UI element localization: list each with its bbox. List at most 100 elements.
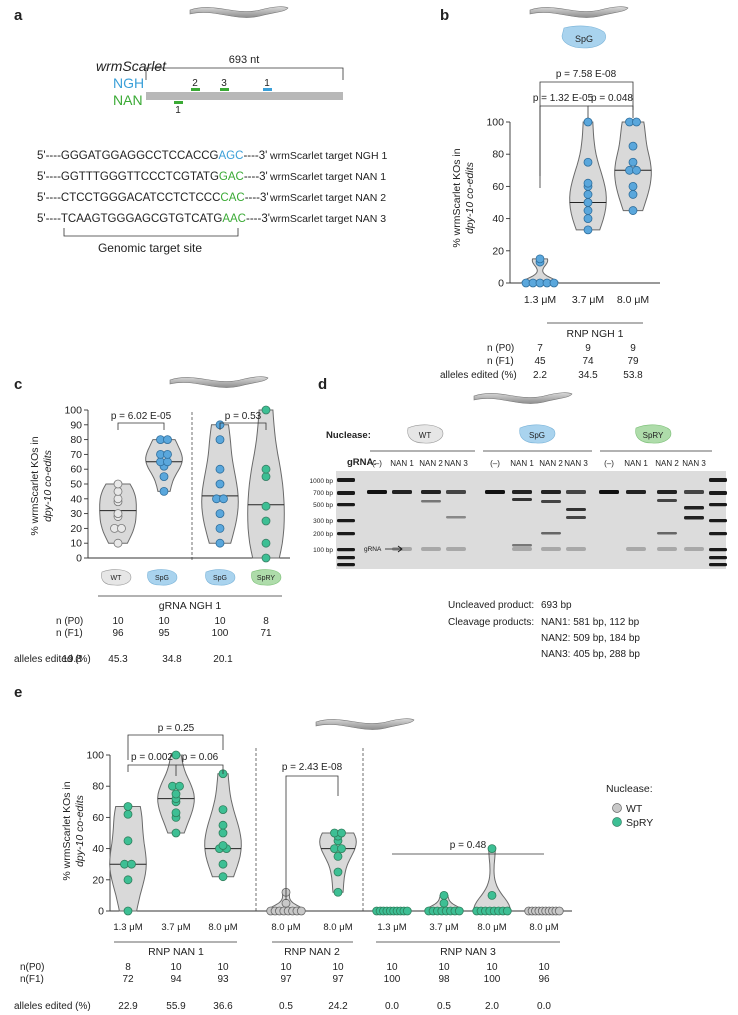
worm-icon: [473, 392, 573, 404]
data-point: [218, 805, 228, 814]
gel-band: [541, 490, 561, 494]
ladder-label: 200 bp: [313, 531, 333, 538]
grna-smear: [512, 547, 532, 551]
x-tick-label: 3.7 μM: [161, 922, 190, 933]
nuclease-label: Nuclease:: [326, 430, 371, 441]
table-cell: 9: [630, 343, 636, 354]
data-point: [175, 781, 184, 791]
y-tick-label: 40: [492, 213, 504, 225]
sequence-label: wrmScarlet target NAN 1: [269, 171, 386, 183]
data-point: [261, 538, 271, 548]
table-cell: 34.8: [162, 654, 182, 665]
cleavage-value: NAN3: 405 bp, 288 bp: [541, 649, 640, 660]
data-point: [159, 486, 169, 496]
ladder-band: [709, 503, 727, 507]
violin: [520, 258, 560, 284]
data-point: [487, 891, 497, 900]
panel-d-letter: d: [318, 376, 327, 393]
table-cell: 10: [538, 962, 550, 973]
p-bracket: [176, 764, 224, 774]
table-cell: 53.8: [623, 370, 643, 381]
grna-smear: [626, 547, 646, 551]
y-tick-label: 70: [70, 449, 82, 461]
ladder-band: [709, 556, 727, 560]
lane-label: (–): [604, 459, 614, 468]
table-cell: 98: [438, 974, 450, 985]
p-value: p = 0.53: [225, 411, 262, 422]
nuclease-label: WT: [111, 575, 123, 582]
ladder-band: [337, 491, 355, 495]
y-tick-label: 60: [70, 464, 82, 476]
pam-nan-label: NAN: [113, 92, 143, 108]
sequence-list: 5'----GGGATGGAGGCCTCCACCGAGC----3' wrmSc…: [37, 150, 387, 225]
worm-icon: [529, 6, 629, 18]
table-cell: 7: [537, 343, 543, 354]
data-point: [215, 538, 225, 548]
table-cell: 2.2: [533, 370, 547, 381]
y-label-2: dpy-10 co-edits: [42, 449, 54, 522]
table-cell: 79: [627, 356, 639, 367]
gel-band: [512, 498, 532, 501]
data-point: [402, 906, 412, 916]
x-tick-label: 8.0 μM: [529, 922, 558, 933]
table-cell: 74: [582, 356, 594, 367]
data-point: [123, 875, 133, 885]
uncleaved-label: Uncleaved product:: [448, 600, 534, 611]
y-label: % wrmScarlet KOs in: [61, 781, 73, 880]
data-point: [163, 435, 172, 445]
data-point: [296, 906, 306, 916]
site-ngh1-mark: [263, 88, 272, 91]
y-tick-label: 60: [92, 812, 104, 824]
ladder-band: [337, 519, 355, 523]
data-point: [632, 117, 641, 127]
ladder-band: [709, 478, 727, 482]
table-cell: 97: [280, 974, 292, 985]
lane-label: NAN 2: [419, 459, 443, 468]
y-tick-label: 80: [92, 781, 104, 793]
site-number: 3: [221, 78, 227, 89]
lane-label: NAN 3: [564, 459, 588, 468]
y-tick-label: 100: [64, 405, 82, 417]
legend-label: WT: [626, 803, 643, 815]
alleles-label: alleles edited (%): [14, 1001, 91, 1012]
panel-c: c % wrmScarlet KOs in dpy-10 co-edits 01…: [14, 376, 290, 665]
alleles-label: alleles edited (%): [440, 370, 517, 381]
table-cell: 93: [217, 974, 229, 985]
site-number: 1: [264, 78, 270, 89]
data-point: [215, 524, 225, 533]
data-point: [123, 836, 133, 846]
data-point: [628, 157, 638, 167]
p-bracket: [285, 775, 339, 900]
grna-smear: [446, 547, 466, 551]
data-point: [628, 141, 638, 151]
nuclease-icon-spg: [147, 569, 178, 586]
p-value: p = 0.002: [131, 752, 173, 763]
gel-band: [684, 490, 704, 494]
ladder-label: 500 bp: [313, 502, 333, 509]
length-bracket: [145, 67, 344, 80]
p-bracket: [117, 422, 165, 430]
table-cell: 24.2: [328, 1001, 348, 1012]
data-point: [123, 906, 133, 916]
data-point: [113, 509, 123, 518]
data-point: [218, 872, 228, 882]
x-tick-label: 8.0 μM: [477, 922, 506, 933]
ladder-band: [709, 563, 727, 567]
table-cell: 10: [332, 962, 344, 973]
worm-icon: [189, 6, 289, 18]
data-point: [215, 464, 225, 474]
lane-label: (–): [372, 459, 382, 468]
gene-bar: [146, 92, 343, 100]
data-point: [113, 494, 123, 504]
site-nan1-mark: [174, 101, 183, 104]
lane-label: NAN 3: [682, 459, 706, 468]
grna-smear: [566, 547, 586, 551]
y-tick-label: 20: [70, 523, 82, 535]
gel-band: [684, 506, 704, 510]
p-value: p = 7.58 E-08: [556, 69, 617, 80]
lane-label: NAN 2: [655, 459, 679, 468]
site-number: 2: [192, 78, 198, 89]
